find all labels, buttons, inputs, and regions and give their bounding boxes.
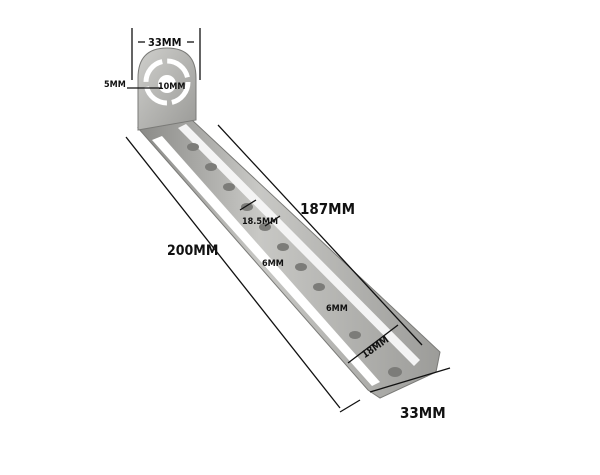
mounting-holes: [187, 143, 402, 377]
label-top-width: 33MM: [148, 36, 182, 49]
label-bottom-width: 33MM: [400, 404, 446, 422]
dimension-lines: [125, 28, 451, 413]
label-total-length: 200MM: [167, 243, 219, 259]
label-hole-diameter: 10MM: [158, 82, 186, 92]
bracket-flange: [137, 47, 197, 131]
label-hole-offset: 5MM: [104, 80, 126, 90]
label-hole-spacing: 18.5MM: [242, 217, 279, 227]
label-hole-size-b: 6MM: [326, 304, 348, 314]
bracket-plate: [137, 119, 441, 399]
label-slot-length: 187MM: [300, 200, 356, 218]
label-hole-size-a: 6MM: [262, 259, 284, 269]
